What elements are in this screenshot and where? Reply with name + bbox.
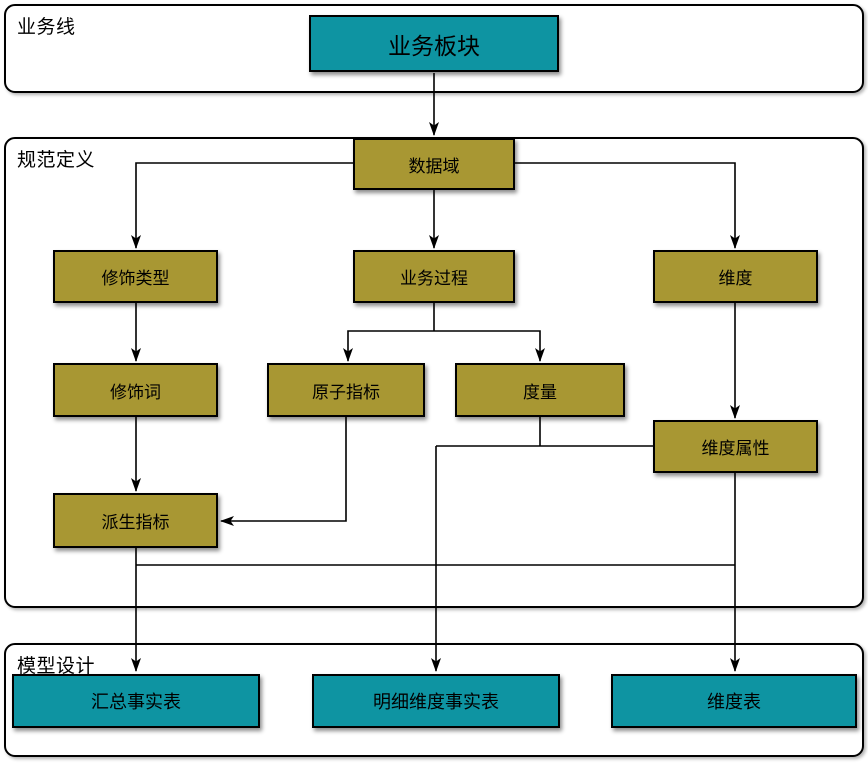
node-detail-fact-table: 明细维度事实表	[312, 674, 560, 728]
section-label-business-line: 业务线	[17, 17, 76, 38]
section-label-model-design: 模型设计	[17, 656, 96, 677]
node-summary-fact-table: 汇总事实表	[12, 674, 260, 728]
node-dimension-attribute: 维度属性	[653, 420, 818, 473]
node-business-process: 业务过程	[353, 250, 515, 303]
section-label-spec-definition: 规范定义	[17, 150, 96, 171]
node-modifier-type: 修饰类型	[53, 250, 218, 303]
node-measure: 度量	[455, 363, 625, 417]
node-dimension: 维度	[653, 250, 818, 303]
node-derived-indicator: 派生指标	[53, 493, 218, 548]
node-modifier-word: 修饰词	[53, 363, 218, 417]
node-data-domain: 数据域	[353, 138, 515, 190]
node-dimension-table: 维度表	[611, 674, 857, 728]
node-business-board: 业务板块	[309, 15, 559, 72]
node-atomic-indicator: 原子指标	[267, 363, 425, 417]
